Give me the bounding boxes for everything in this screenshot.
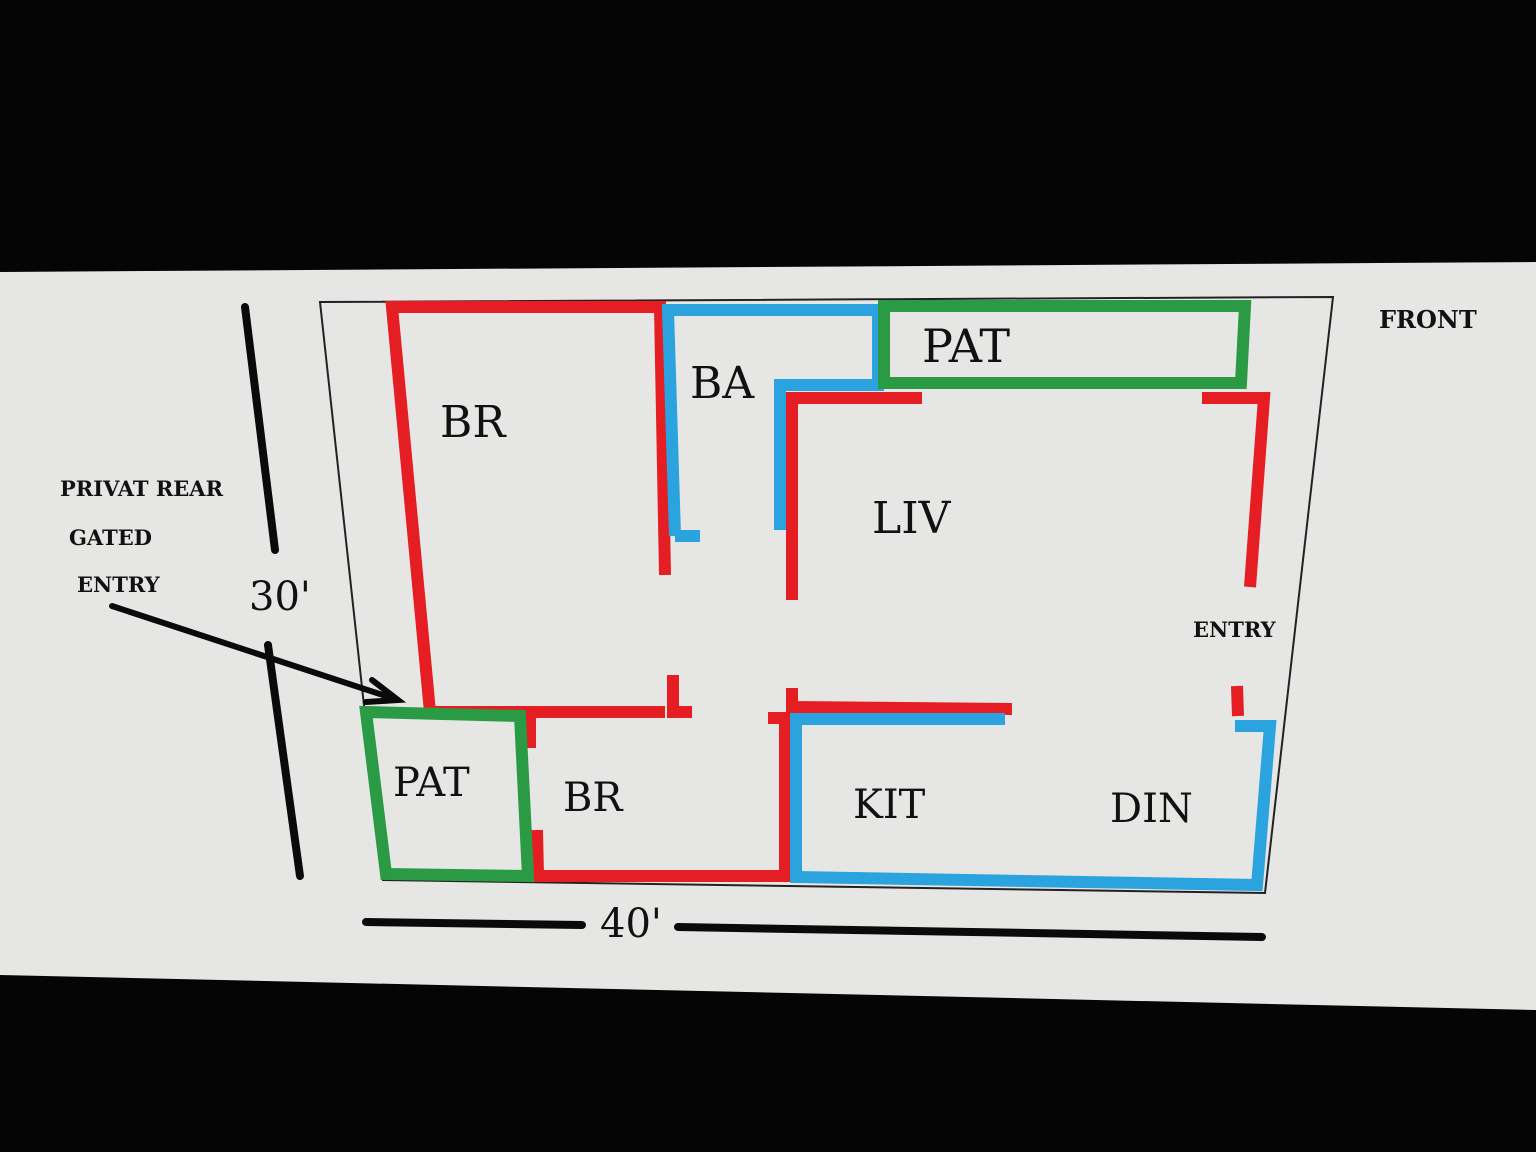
- front-label: FRONT: [1379, 305, 1477, 334]
- width-line-right: [674, 923, 1266, 941]
- pat-bottom-walls: [359, 705, 535, 883]
- width-line-left: [362, 918, 586, 929]
- depth-dimension-label: 30': [249, 574, 311, 620]
- rear-note-line3: ENTRY: [77, 572, 161, 597]
- label-br-bottom: BR: [563, 775, 624, 821]
- depth-line-bottom: [264, 641, 304, 880]
- front-entry-label: ENTRY: [1193, 617, 1277, 642]
- br-top-door-stub: [667, 675, 692, 718]
- liv-walls-left: [786, 392, 922, 600]
- br-bottom-walls: [524, 712, 791, 882]
- label-kit: KIT: [853, 782, 926, 828]
- label-br-top: BR: [440, 397, 507, 448]
- label-ba: BA: [690, 358, 755, 409]
- label-din: DIN: [1110, 786, 1193, 832]
- rear-entry-arrow: [109, 603, 407, 705]
- label-liv: LIV: [872, 493, 952, 544]
- rear-note-line1: PRIVAT REAR: [60, 476, 224, 501]
- pat-top-walls: [878, 300, 1252, 389]
- liv-bottom-wall: [786, 688, 1013, 715]
- depth-line-top: [241, 303, 279, 554]
- liv-entry-stub: [1231, 685, 1244, 717]
- arrow-head: [363, 677, 407, 705]
- rear-note-line2: GATED: [69, 525, 152, 550]
- label-pat-top: PAT: [922, 319, 1010, 373]
- label-pat-bottom: PAT: [393, 760, 470, 806]
- liv-walls-right: [1202, 392, 1271, 588]
- green-walls: [359, 300, 1252, 883]
- arrow-shaft: [109, 603, 401, 703]
- width-dimension-label: 40': [600, 901, 662, 947]
- dimension-lines: [241, 303, 1266, 941]
- kit-din-walls: [790, 713, 1277, 892]
- plan-sheet: [0, 262, 1536, 1010]
